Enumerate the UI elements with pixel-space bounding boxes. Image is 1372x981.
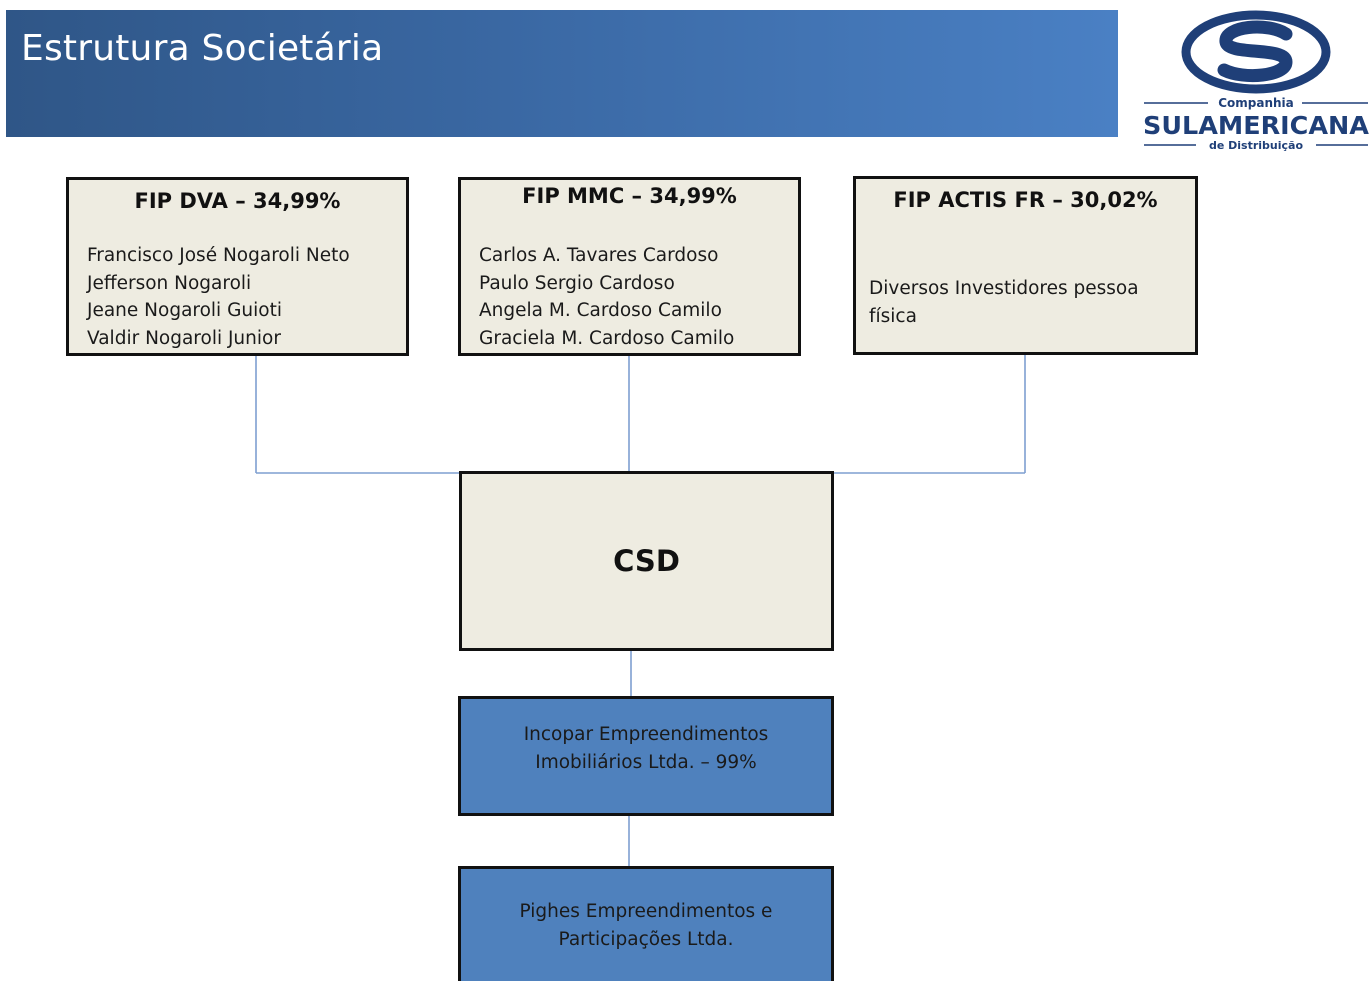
company-logo: Companhia SULAMERICANA de Distribuição (1140, 10, 1370, 152)
member-name: Paulo Sergio Cardoso (479, 272, 675, 294)
member-name: Jefferson Nogaroli (87, 272, 252, 294)
logo-emblem-icon (1181, 10, 1331, 94)
shareholder-box-fip-actis-fr: FIP ACTIS FR – 30,02% Diversos Investido… (853, 176, 1198, 355)
member-name: Valdir Nogaroli Junior (87, 327, 281, 349)
member-name: Francisco José Nogaroli Neto (87, 245, 350, 266)
subsidiary-box-pighes: Pighes Empreendimentos e Participações L… (458, 866, 834, 981)
page-title: Estrutura Societária (21, 28, 384, 69)
member-name: Diversos Investidores pessoa (869, 278, 1139, 299)
subsidiary-label: Incopar Empreendimentos Imobiliários Ltd… (461, 721, 831, 776)
member-name: Jeane Nogaroli Guioti (87, 300, 282, 321)
subsidiary-box-incopar: Incopar Empreendimentos Imobiliários Ltd… (458, 696, 834, 816)
shareholder-box-fip-dva: FIP DVA – 34,99% Francisco José Nogaroli… (66, 177, 409, 356)
shareholder-members: Carlos A. Tavares Cardoso Paulo Sergio C… (479, 242, 792, 352)
subsidiary-line: Participações Ltda. (558, 928, 734, 950)
subsidiary-line: Pighes Empreendimentos e (519, 901, 773, 922)
logo-text-companhia: Companhia (1218, 96, 1294, 110)
shareholder-members: Diversos Investidores pessoa física (869, 275, 1189, 330)
company-box-csd: CSD (459, 471, 834, 651)
member-name: Carlos A. Tavares Cardoso (479, 245, 719, 266)
company-name: CSD (613, 544, 680, 578)
shareholder-title: FIP MMC – 34,99% (522, 184, 737, 208)
logo-text-distribuicao: de Distribuição (1209, 139, 1303, 152)
shareholder-members: Francisco José Nogaroli Neto Jefferson N… (87, 242, 400, 352)
shareholder-box-fip-mmc: FIP MMC – 34,99% Carlos A. Tavares Cardo… (458, 177, 801, 356)
shareholder-title: FIP DVA – 34,99% (134, 189, 341, 213)
shareholder-title: FIP ACTIS FR – 30,02% (893, 188, 1158, 212)
member-name: Angela M. Cardoso Camilo (479, 300, 722, 321)
title-banner: Estrutura Societária (6, 10, 1118, 137)
subsidiary-line: Incopar Empreendimentos (523, 724, 769, 745)
subsidiary-label: Pighes Empreendimentos e Participações L… (461, 898, 831, 953)
member-name: Graciela M. Cardoso Camilo (479, 327, 735, 349)
subsidiary-line: Imobiliários Ltda. – 99% (535, 751, 757, 773)
logo-text-sulamericana: SULAMERICANA (1143, 111, 1370, 140)
member-name: física (869, 305, 917, 327)
